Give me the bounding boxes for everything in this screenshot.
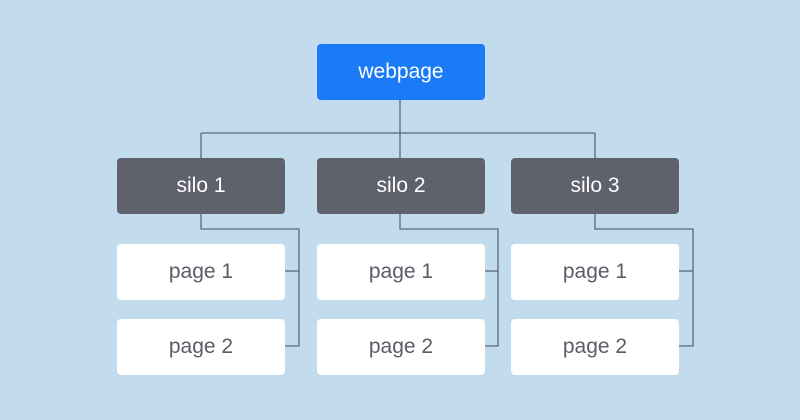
silo-1-page-1-label: page 1	[168, 260, 234, 283]
silo-2-page-1-node: page 1	[317, 244, 485, 300]
silo-2-node: silo 2	[317, 158, 485, 214]
webpage-node: webpage	[317, 44, 485, 100]
silo-3-node: silo 3	[511, 158, 679, 214]
silo-1-page-1-node: page 1	[117, 244, 285, 300]
connector-silo-1-pages	[200, 214, 300, 347]
silo-1-label: silo 1	[176, 174, 226, 197]
silo-1-page-2-node: page 2	[117, 319, 285, 375]
silo-3-page-2-label: page 2	[562, 335, 628, 358]
silo-3-page-2-node: page 2	[511, 319, 679, 375]
silo-2-page-2-label: page 2	[368, 335, 434, 358]
silo-2-label: silo 2	[376, 174, 426, 197]
silo-1-page-2-label: page 2	[168, 335, 234, 358]
connector-silo-2-pages	[399, 214, 499, 347]
silo-3-page-1-label: page 1	[562, 260, 628, 283]
webpage-node-label: webpage	[358, 60, 444, 83]
silo-3-page-1-node: page 1	[511, 244, 679, 300]
connector-silo-3-pages	[594, 214, 694, 347]
silo-2-page-1-label: page 1	[368, 260, 434, 283]
silo-1-node: silo 1	[117, 158, 285, 214]
silo-2-page-2-node: page 2	[317, 319, 485, 375]
silo-3-label: silo 3	[570, 174, 620, 197]
